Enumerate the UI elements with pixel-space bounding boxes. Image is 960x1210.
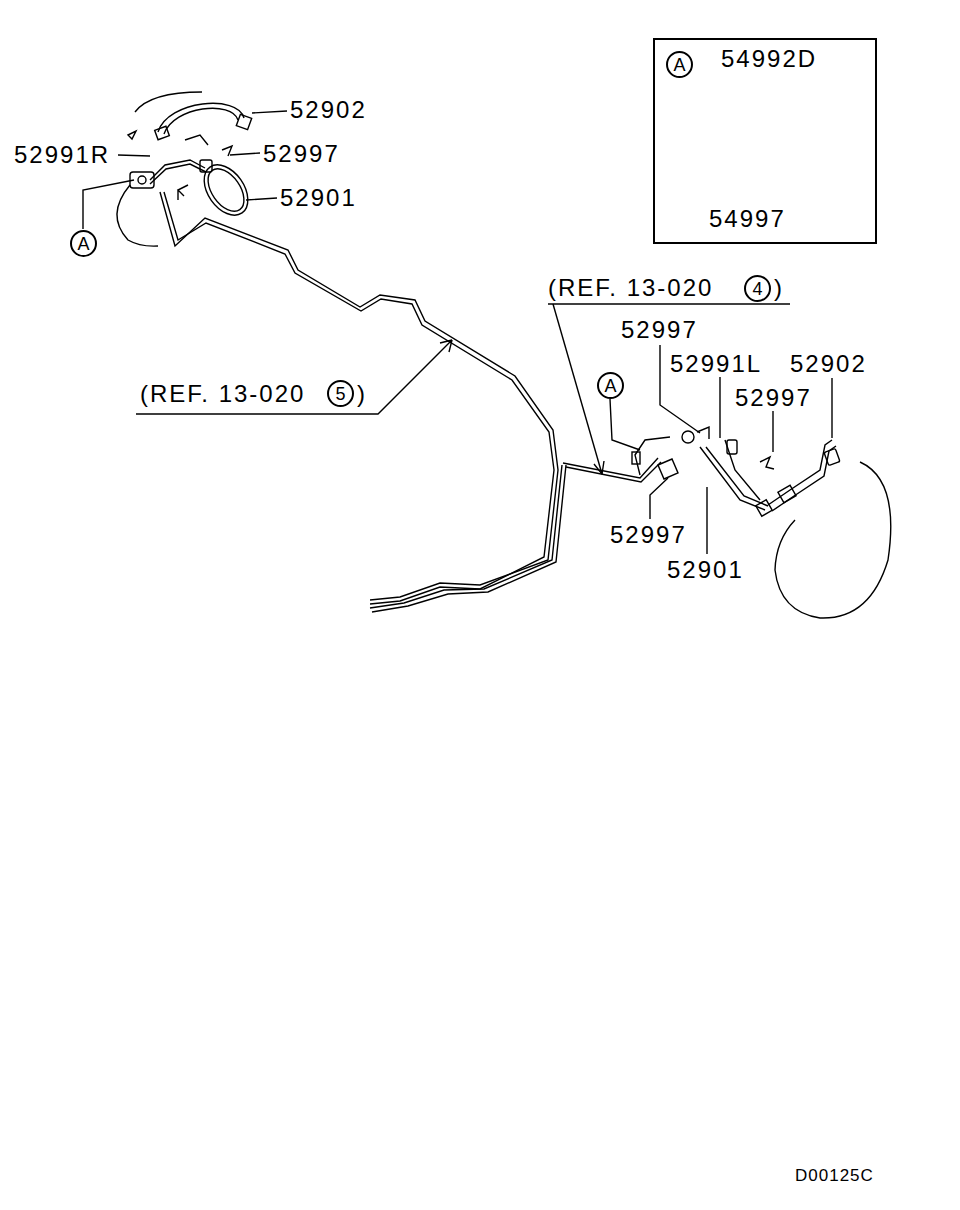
drawing-stroke	[706, 487, 707, 554]
drawing-stroke	[566, 462, 661, 482]
reference-circle: A	[597, 372, 624, 399]
drawing-stroke	[768, 440, 832, 505]
callout-number: 52997	[621, 317, 698, 343]
drawing-stroke	[831, 378, 832, 438]
drawing-stroke	[158, 103, 244, 132]
reference-circle: 5	[327, 380, 354, 407]
callout-number: 52991R	[14, 142, 110, 168]
drawing-stroke	[772, 411, 773, 452]
callout-number: (REF. 13-020	[548, 275, 713, 301]
callout-number: 52901	[280, 185, 357, 211]
detail-inset-box: 54992D 54997 A	[653, 38, 877, 244]
drawing-stroke	[195, 157, 257, 224]
drawing-stroke	[370, 465, 562, 608]
drawing-stroke	[658, 459, 678, 479]
drawing-stroke	[164, 108, 238, 134]
drawing-stroke	[775, 462, 891, 618]
reference-letter: 5	[335, 385, 345, 403]
drawing-stroke	[682, 431, 694, 443]
part-number: 54992D	[721, 46, 817, 72]
reference-circle: A	[70, 230, 97, 257]
drawing-stroke	[200, 160, 212, 172]
drawing-stroke	[706, 447, 768, 506]
callout-number: 52901	[667, 557, 744, 583]
drawing-stroke	[236, 114, 251, 129]
callout-number: )	[774, 275, 784, 301]
drawing-stroke	[553, 304, 602, 474]
drawing-stroke	[772, 446, 836, 511]
callout-number: 52902	[790, 351, 867, 377]
callout-number: 52997	[610, 522, 687, 548]
reference-letter: A	[604, 377, 616, 395]
drawing-code: D00125C	[795, 1163, 874, 1189]
drawing-stroke	[760, 457, 774, 469]
callout-number: 52902	[290, 97, 367, 123]
drawing-stroke	[118, 155, 150, 156]
drawing-stroke	[155, 126, 170, 140]
reference-letter: A	[673, 56, 685, 74]
drawing-stroke	[230, 153, 260, 155]
drawing-stroke	[136, 340, 452, 414]
part-number: 54997	[709, 206, 786, 232]
reference-circle: 4	[744, 275, 771, 302]
drawing-stroke	[650, 478, 668, 519]
drawing-stroke	[83, 180, 134, 229]
drawing-stroke	[128, 131, 136, 139]
drawing-stroke	[725, 440, 760, 500]
callout-number: )	[357, 381, 367, 407]
reference-letter: A	[77, 235, 89, 253]
drawing-stroke	[719, 377, 720, 438]
drawing-stroke	[824, 448, 840, 465]
callout-number: (REF. 13-020	[140, 381, 305, 407]
callout-number: 52997	[263, 141, 340, 167]
drawing-stroke	[185, 135, 208, 145]
drawing-stroke	[727, 440, 737, 454]
drawing-stroke	[252, 111, 287, 113]
drawing-stroke	[138, 176, 146, 184]
callout-number: 52991L	[670, 351, 762, 377]
drawing-stroke	[201, 162, 251, 217]
drawing-stroke	[135, 92, 202, 112]
drawing-stroke	[756, 500, 772, 516]
drawing-stroke	[632, 452, 640, 464]
drawing-stroke	[778, 485, 796, 502]
reference-circle: A	[666, 51, 693, 78]
drawing-stroke	[594, 461, 604, 474]
drawing-stroke	[372, 465, 566, 612]
drawing-stroke	[610, 399, 640, 450]
drawing-stroke	[563, 458, 658, 478]
reference-letter: 4	[752, 280, 762, 298]
drawing-stroke	[150, 164, 206, 184]
drawing-stroke	[117, 185, 158, 246]
drawing-stroke	[440, 340, 452, 352]
drawing-stroke	[548, 303, 790, 304]
drawing-stroke	[246, 198, 277, 200]
callout-number: 52997	[735, 385, 812, 411]
drawing-stroke	[178, 185, 188, 200]
